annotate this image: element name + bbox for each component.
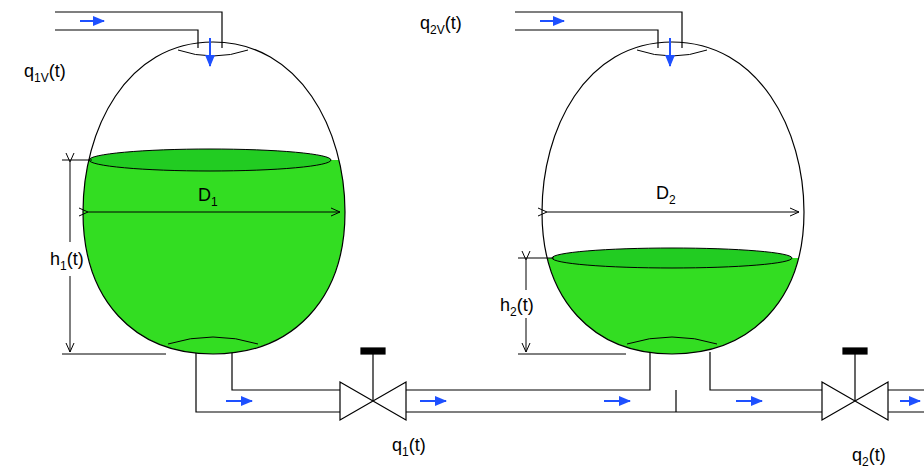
tank-2 [530,42,820,368]
level-dimension [62,160,626,354]
flow-label: h2(t) [500,296,534,318]
flow-label: q2V(t) [420,14,462,36]
flow-label: D2 [656,184,676,206]
valve-symbol [340,348,888,420]
flow-label: D1 [198,186,218,208]
tank-1 [70,42,360,360]
flow-label: q2(t) [852,446,886,468]
inlet-pipe [55,12,682,48]
flow-arrow [80,21,920,401]
flow-label: h1(t) [50,250,84,272]
flow-label: q1(t) [392,436,426,458]
flow-label: q1V(t) [24,62,66,84]
outlet-pipe [196,352,924,412]
